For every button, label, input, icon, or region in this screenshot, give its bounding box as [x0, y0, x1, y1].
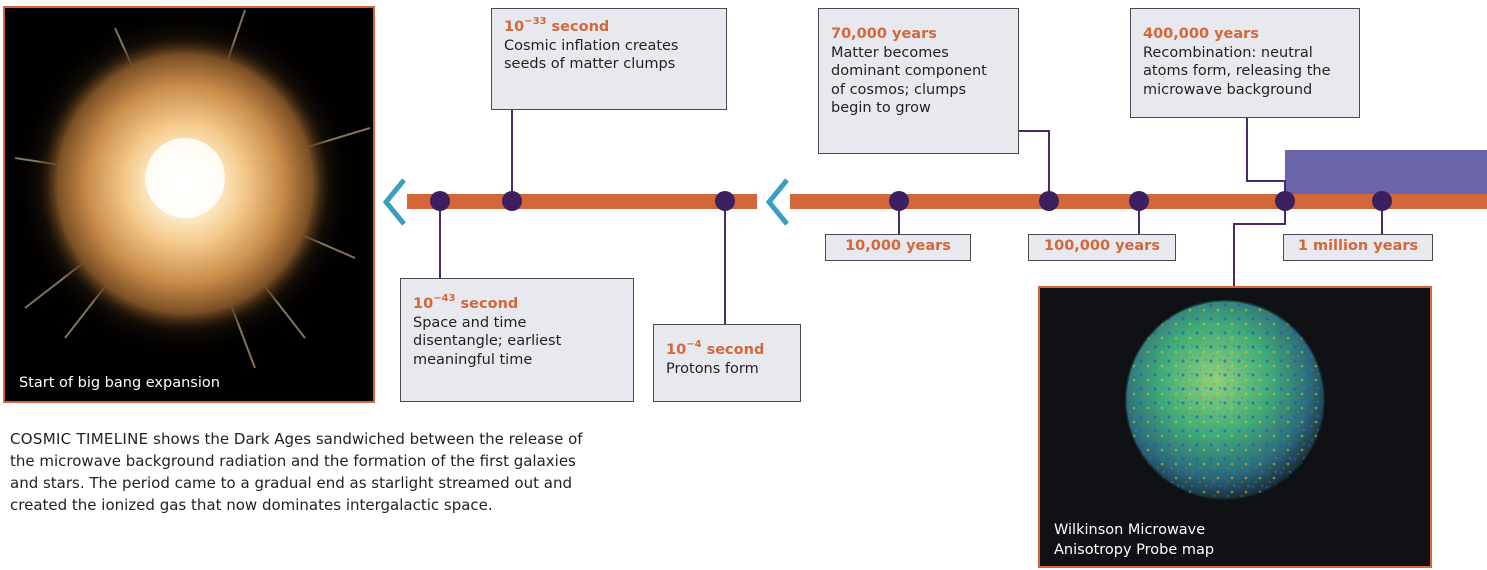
event-description: Recombination: neutral atoms form, relea… [1143, 44, 1331, 98]
event-time: 10−43 second [413, 293, 519, 312]
marker-recombination [1275, 191, 1295, 211]
event-description: Cosmic inflation creates seeds of matter… [504, 37, 679, 73]
leader-matter-v [1048, 130, 1050, 201]
leader-wmap-v [1233, 223, 1235, 287]
scale-label-100000: 100,000 years [1028, 234, 1176, 261]
tick-1million [1381, 201, 1383, 235]
leader-recomb-v [1246, 118, 1248, 182]
scale-label-1million: 1 million years [1283, 234, 1433, 261]
event-description: Protons form [666, 360, 759, 377]
event-planck: 10−43 second Space and time disentangle;… [400, 278, 634, 402]
leader-protons [724, 201, 726, 325]
marker-matter [1039, 191, 1059, 211]
big-bang-illustration [5, 8, 373, 401]
event-description: Matter becomes dominant component of cos… [831, 44, 987, 117]
event-inflation: 10−33 second Cosmic inflation creates se… [491, 8, 727, 110]
tick-100000 [1138, 201, 1140, 235]
caption-body: shows the Dark Ages sandwiched between t… [10, 430, 583, 514]
leader-recomb-h [1246, 180, 1286, 182]
caption-lead: COSMIC TIMELINE [10, 430, 149, 448]
event-recombination: 400,000 years Recombination: neutral ato… [1130, 8, 1360, 118]
break-chevron-icon [382, 178, 406, 226]
tick-10000 [898, 201, 900, 235]
leader-wmap-down [1284, 201, 1286, 225]
timeline-segment-early [407, 194, 757, 209]
event-description: Space and time disentangle; earliest mea… [413, 314, 562, 368]
big-bang-image: Start of big bang expansion [3, 6, 375, 403]
event-time: 400,000 years [1143, 26, 1259, 42]
event-time: 10−4 second [666, 339, 765, 358]
marker-10000 [889, 191, 909, 211]
figure-caption: COSMIC TIMELINE shows the Dark Ages sand… [10, 428, 700, 516]
wmap-image: Wilkinson Microwave Anisotropy Probe map [1038, 286, 1432, 568]
marker-planck [430, 191, 450, 211]
scale-label-10000: 10,000 years [825, 234, 971, 261]
event-protons: 10−4 second Protons form [653, 324, 801, 402]
marker-1million [1372, 191, 1392, 211]
leader-planck [439, 201, 441, 279]
wmap-sphere-illustration [1123, 298, 1327, 502]
event-time: 10−33 second [504, 16, 610, 35]
marker-protons [715, 191, 735, 211]
wmap-caption: Wilkinson Microwave Anisotropy Probe map [1054, 522, 1215, 558]
dark-ages-bar [1285, 150, 1487, 194]
marker-inflation [502, 191, 522, 211]
leader-matter-h [1018, 130, 1050, 132]
leader-wmap-h [1233, 223, 1286, 225]
marker-100000 [1129, 191, 1149, 211]
event-time: 70,000 years [831, 26, 937, 42]
leader-inflation [511, 108, 513, 201]
event-matter: 70,000 years Matter becomes dominant com… [818, 8, 1019, 154]
break-chevron-icon [765, 178, 789, 226]
big-bang-caption: Start of big bang expansion [19, 375, 220, 391]
